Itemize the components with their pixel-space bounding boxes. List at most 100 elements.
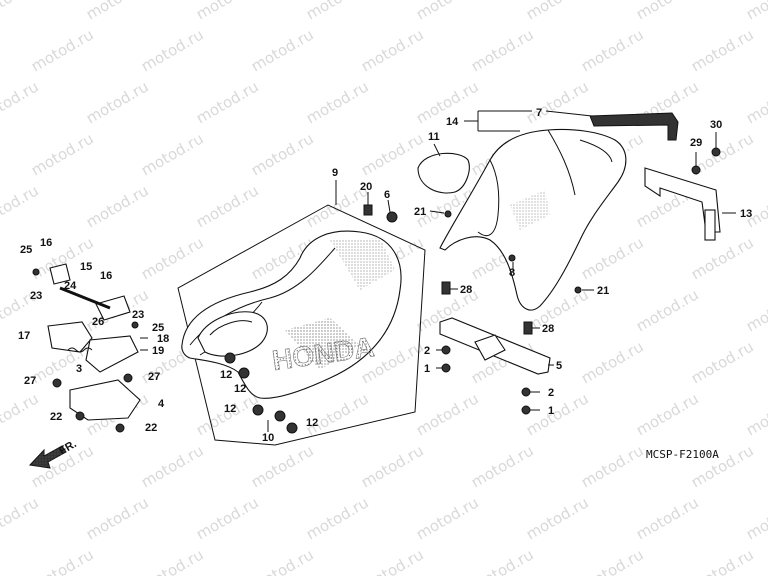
callout-11: 11 (428, 131, 440, 143)
rear-bracket (644, 167, 721, 233)
watermark-text: motod.ru (248, 25, 317, 75)
callout-5: 5 (556, 360, 562, 372)
callout-16: 16 (100, 270, 112, 282)
watermark-text: motod.ru (523, 389, 592, 439)
callout-21: 21 (414, 206, 426, 218)
grab-strap (589, 112, 679, 141)
watermark-text: motod.ru (688, 25, 757, 75)
diagram-code: MCSP-F2100A (646, 448, 719, 461)
watermark-text: motod.ru (358, 129, 427, 179)
callout-19: 19 (152, 345, 164, 357)
callout-28: 28 (460, 284, 472, 296)
watermark-text: motod.ru (523, 493, 592, 543)
seat-hinge-assembly (32, 263, 141, 433)
lock-catch (474, 334, 506, 361)
watermark-text: motod.ru (0, 181, 42, 231)
watermark-text: motod.ru (0, 389, 42, 439)
callout-12: 12 (234, 383, 246, 395)
callout-26: 26 (92, 316, 104, 328)
callout-22: 22 (145, 422, 157, 434)
callout-12: 12 (306, 417, 318, 429)
watermark-text: motod.ru (303, 389, 372, 439)
watermark-text: motod.ru (743, 389, 768, 439)
callout-13: 13 (740, 208, 752, 220)
callout-1: 1 (424, 363, 430, 375)
watermark-text: motod.ru (578, 25, 647, 75)
watermark-text: motod.ru (743, 77, 768, 127)
watermark-text: motod.ru (0, 77, 42, 127)
watermark-text: motod.ru (688, 233, 757, 283)
callout-27: 27 (148, 371, 160, 383)
callout-9: 9 (332, 167, 338, 179)
watermark-text: motod.ru (28, 129, 97, 179)
watermark-text: motod.ru (303, 0, 372, 23)
callout-27: 27 (24, 375, 36, 387)
watermark-text: motod.ru (0, 493, 42, 543)
callout-10: 10 (262, 432, 274, 444)
callout-21: 21 (597, 285, 609, 297)
watermark-text: motod.ru (28, 25, 97, 75)
watermark-text: motod.ru (303, 493, 372, 543)
watermark-text: motod.ru (358, 25, 427, 75)
callout-25: 25 (152, 322, 164, 334)
callout-2: 2 (424, 345, 430, 357)
watermark-text: motod.ru (468, 25, 537, 75)
callout-7: 7 (536, 107, 542, 119)
watermark-text: motod.ru (743, 181, 768, 231)
callout-20: 20 (360, 181, 372, 193)
callout-2: 2 (548, 387, 554, 399)
callout-12: 12 (220, 369, 232, 381)
watermark-text: motod.ru (83, 77, 152, 127)
rear-seat-cowl (439, 128, 627, 311)
watermark-text: motod.ru (28, 545, 97, 576)
watermark-text: motod.ru (413, 389, 482, 439)
watermark-text: motod.ru (633, 493, 702, 543)
watermark-text: motod.ru (523, 77, 592, 127)
watermark-text: motod.ru (138, 25, 207, 75)
seat-group-frame (177, 204, 426, 446)
watermark-text: motod.ru (743, 493, 768, 543)
callout-18: 18 (157, 333, 169, 345)
watermark-text: motod.ru (83, 181, 152, 231)
callout-8: 8 (509, 267, 515, 279)
callout-30: 30 (710, 119, 722, 131)
watermark-text: motod.ru (578, 233, 647, 283)
cowl-pad (417, 152, 470, 194)
watermark-text: motod.ru (303, 77, 372, 127)
callout-29: 29 (690, 137, 702, 149)
watermark-text: motod.ru (248, 545, 317, 576)
watermark-text: motod.ru (578, 337, 647, 387)
watermark-text: motod.ru (468, 441, 537, 491)
callout-14: 14 (446, 116, 459, 128)
watermark-text: motod.ru (688, 337, 757, 387)
watermark-text: motod.ru (193, 493, 262, 543)
callout-25: 25 (20, 244, 32, 256)
bracket-leg (704, 209, 716, 241)
callout-3: 3 (76, 363, 82, 375)
callout-16: 16 (40, 237, 52, 249)
callout-15: 15 (80, 261, 92, 273)
callout-23: 23 (132, 309, 144, 321)
watermark-text: motod.ru (138, 129, 207, 179)
leader-lines (140, 110, 736, 432)
callout-6: 6 (384, 189, 390, 201)
watermark-text: motod.ru (633, 285, 702, 335)
watermark-text: motod.ru (523, 0, 592, 23)
callout-1: 1 (548, 405, 554, 417)
callout-24: 24 (64, 280, 77, 292)
watermark-text: motod.ru (743, 285, 768, 335)
watermark-text: motod.ru (193, 0, 262, 23)
callout-17: 17 (18, 330, 30, 342)
watermark-text: motod.ru (413, 493, 482, 543)
watermark-text: motod.ru (83, 0, 152, 23)
watermark-text: motod.ru (688, 545, 757, 576)
watermark-text: motod.ru (468, 545, 537, 576)
callout-4: 4 (158, 398, 165, 410)
watermark-text: motod.ru (248, 441, 317, 491)
callout-23: 23 (30, 290, 42, 302)
callout-22: 22 (50, 411, 62, 423)
watermark-text: motod.ru (358, 441, 427, 491)
